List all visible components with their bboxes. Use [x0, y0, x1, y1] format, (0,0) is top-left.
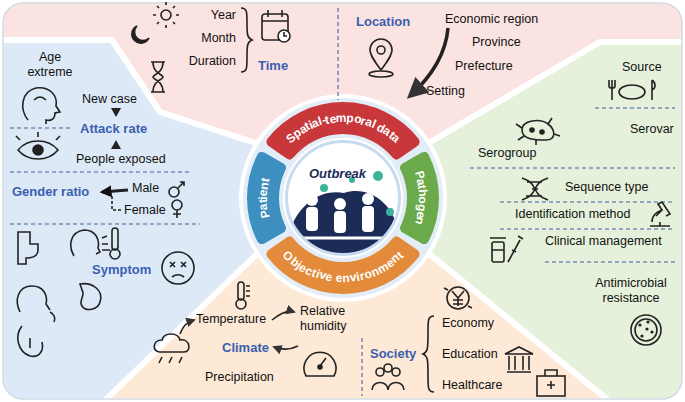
item-label: Healthcare: [442, 378, 502, 393]
group-heading: Location: [356, 14, 410, 29]
item-label: Antimicrobial resistance: [584, 276, 678, 306]
item-label: Serovar: [630, 122, 674, 137]
item-label: Serogroup: [478, 146, 536, 161]
item-label: Identification method: [515, 207, 630, 222]
group-heading: Time: [258, 58, 288, 73]
ring-letter: h: [416, 189, 430, 197]
outbreak-circle: Outbreak: [285, 140, 401, 256]
item-label: Economic region: [445, 12, 538, 27]
item-label: Month: [201, 31, 236, 46]
item-label: Source: [622, 60, 662, 75]
ring-letter: m: [336, 111, 347, 125]
item-label: Province: [472, 35, 521, 50]
ring-letter: o: [416, 196, 430, 204]
item-label: Duration: [189, 54, 236, 69]
item-label: Sequence type: [565, 180, 648, 195]
group-heading: Climate: [222, 340, 269, 355]
item-label: Precipitation: [205, 370, 274, 385]
ring-letter: a: [256, 203, 271, 211]
patient-panel: Age extremeNew caseAttack ratePeople exp…: [5, 42, 255, 397]
patient-icons: [10, 88, 200, 357]
ring-letter: i: [256, 196, 270, 199]
item-label: Education: [442, 347, 498, 362]
ring-segment-shape: [266, 237, 419, 294]
item-label: Clinical management: [545, 234, 662, 249]
item-label: Female: [124, 203, 166, 218]
item-label: Age extreme: [20, 50, 80, 80]
ring-segment: Patient: [245, 100, 441, 296]
group-heading: Symptom: [92, 262, 151, 277]
item-label: Male: [132, 181, 159, 196]
item-label: Year: [211, 8, 236, 23]
ring-segment-shape: [266, 102, 419, 159]
panel-grounds: [3, 3, 682, 399]
ring-letter: e: [325, 269, 334, 284]
pathogen-icons: [470, 80, 675, 345]
ring-arc: [245, 100, 441, 296]
group-heading: Society: [370, 346, 416, 361]
item-label: Relative humidity: [300, 304, 360, 334]
group-heading: Attack rate: [80, 121, 147, 136]
item-label: Outbreak: [309, 166, 366, 181]
ring-letter: e: [335, 271, 342, 285]
time-icons: [132, 2, 448, 100]
item-label: Temperature: [196, 312, 266, 327]
ring-letter: n: [342, 271, 350, 285]
environment-icons: [154, 282, 565, 396]
item-label: Economy: [442, 316, 494, 331]
frame: [3, 3, 682, 399]
item-label: New case: [82, 92, 137, 107]
item-label: Setting: [426, 84, 465, 99]
item-label: People exposed: [76, 152, 166, 167]
ring-segment-shape: [400, 152, 439, 244]
group-heading: Gender ratio: [12, 184, 89, 199]
item-label: Prefecture: [455, 59, 513, 74]
ring-segment-shape: [247, 152, 286, 244]
ring-label: Patient: [245, 100, 441, 296]
spatial-temporal-panel: YearMonthDuration Time Location Economic re…: [110, 0, 580, 118]
ring-letter: e: [328, 111, 336, 126]
